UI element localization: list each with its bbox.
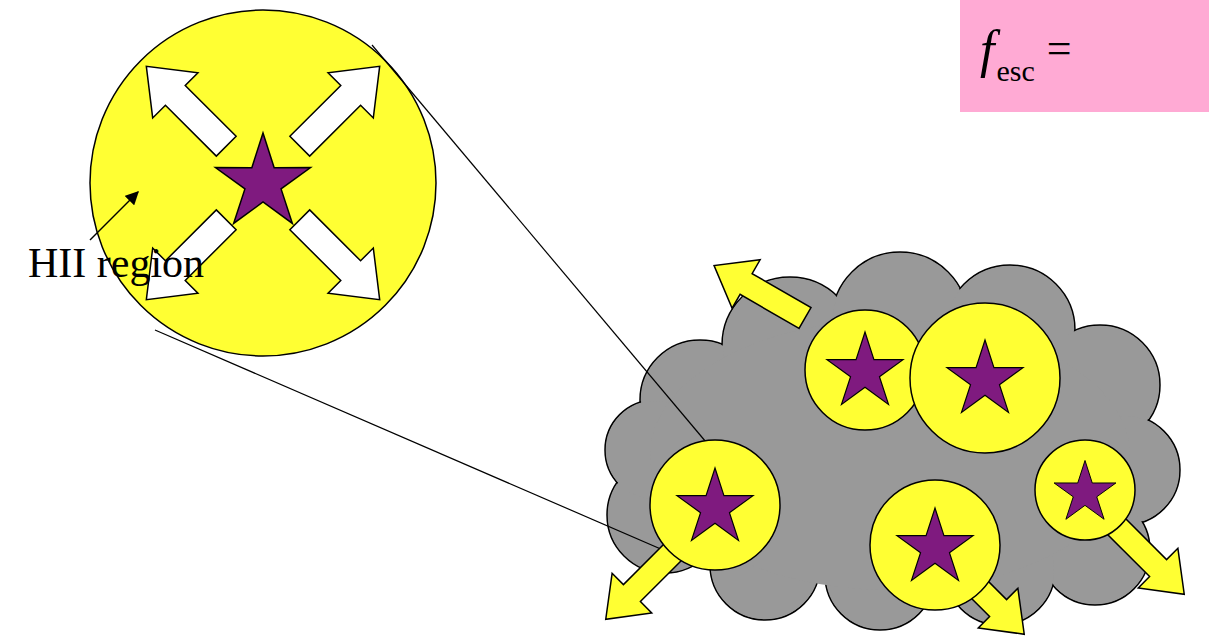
zoom-line xyxy=(372,45,706,442)
formula-box: fesc = xyxy=(960,0,1209,112)
formula-text: f xyxy=(980,24,994,76)
leader-line xyxy=(90,192,138,240)
formula-text: = xyxy=(1047,27,1072,71)
zoom-line xyxy=(155,330,700,566)
gas-cloud xyxy=(605,252,1180,630)
hii-regions xyxy=(650,303,1135,610)
hii-region-zoom xyxy=(90,10,436,356)
escape-arrows xyxy=(586,241,1204,644)
subscript: esc xyxy=(996,56,1034,86)
region-label: HII region xyxy=(28,238,204,288)
